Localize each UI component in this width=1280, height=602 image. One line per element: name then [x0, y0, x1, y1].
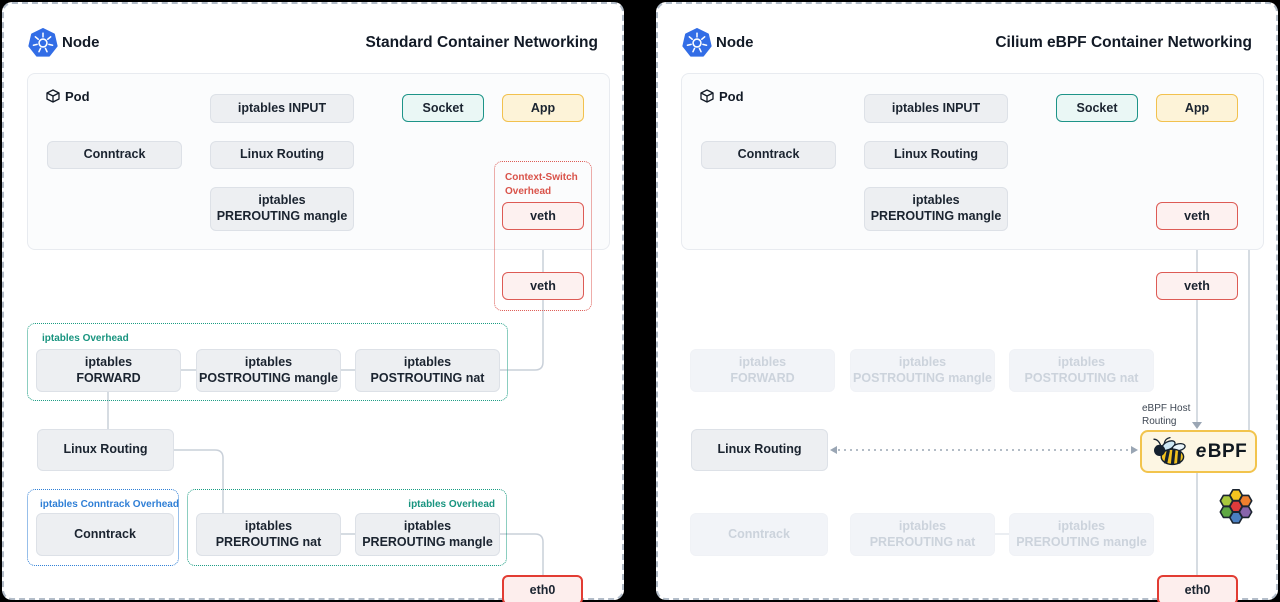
panel-title: Standard Container Networking — [365, 34, 598, 51]
ebpf-host-routing-label: eBPF Host Routing — [1142, 403, 1191, 427]
linux-routing-box: Linux Routing — [37, 429, 174, 471]
ebpf-box: eBPF — [1140, 430, 1257, 473]
app-box: App — [1156, 94, 1238, 122]
standard-networking-panel: Node Standard Container Networking Pod i… — [2, 2, 624, 602]
pod-linux-routing-box: Linux Routing — [210, 141, 354, 169]
bee-icon — [1153, 436, 1186, 465]
veth-box-top: veth — [502, 202, 584, 230]
pod-label: Pod — [719, 89, 744, 104]
ebpf-label: eBPF — [1195, 440, 1248, 462]
app-box: App — [502, 94, 584, 122]
node-label: Node — [716, 34, 754, 51]
iptables-overhead-label: iptables Overhead — [42, 333, 129, 344]
eth0-box: eth0 — [502, 575, 583, 602]
pod-label: Pod — [65, 89, 90, 104]
linux-routing-box: Linux Routing — [691, 429, 828, 471]
iptables-input-box: iptables INPUT — [864, 94, 1008, 123]
iptables-overhead-group-prerouting — [187, 489, 507, 566]
cube-icon — [700, 89, 714, 103]
socket-box: Socket — [1056, 94, 1138, 122]
cilium-logo — [1219, 488, 1253, 524]
panel-title: Cilium eBPF Container Networking — [995, 34, 1252, 51]
node-label: Node — [62, 34, 100, 51]
socket-box: Socket — [402, 94, 484, 122]
iptables-conntrack-overhead-group — [27, 489, 179, 566]
iptables-overhead-label: iptables Overhead — [408, 499, 495, 510]
iptables-input-box: iptables INPUT — [210, 94, 354, 123]
kubernetes-icon — [682, 28, 712, 57]
veth-box-bottom: veth — [502, 272, 584, 300]
cilium-ebpf-networking-panel: Node Cilium eBPF Container Networking Po… — [656, 2, 1278, 602]
cube-icon — [46, 89, 60, 103]
eth0-box: eth0 — [1157, 575, 1238, 602]
veth-box-bottom: veth — [1156, 272, 1238, 300]
pod-conntrack-box: Conntrack — [47, 141, 182, 169]
conntrack-box-bypassed: Conntrack — [690, 513, 828, 556]
context-switch-overhead-label: Context-Switch Overhead — [505, 172, 578, 197]
conntrack-box: Conntrack — [36, 513, 174, 556]
pod-conntrack-box: Conntrack — [701, 141, 836, 169]
pod-linux-routing-box: Linux Routing — [864, 141, 1008, 169]
kubernetes-icon — [28, 28, 58, 57]
veth-box-top: veth — [1156, 202, 1238, 230]
iptables-conntrack-overhead-label: iptables Conntrack Overhead — [40, 499, 179, 510]
